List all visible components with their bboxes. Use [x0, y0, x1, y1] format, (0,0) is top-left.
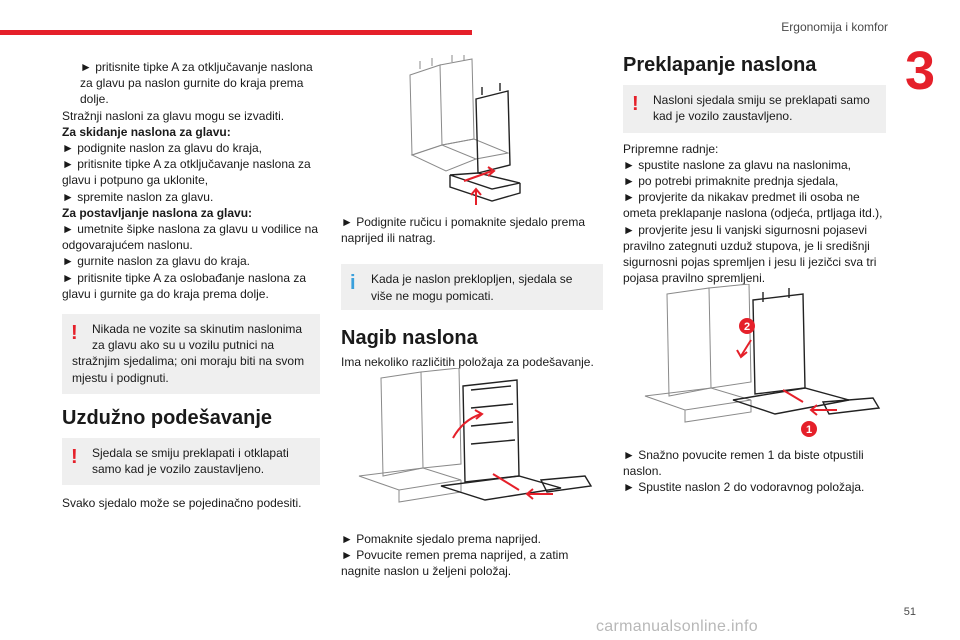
- note-line: Nasloni sjedala smiju se preklapati samo: [653, 93, 870, 108]
- text-line: odgovarajućem naslonu.: [62, 238, 193, 253]
- text-line: naslon.: [623, 464, 662, 479]
- text-line: pravilno zategnuti uzduž stupova, je li …: [623, 238, 870, 253]
- column-2-bottom: ► Pomaknite sjedalo prema naprijed. ► Po…: [341, 531, 603, 580]
- text-line: ► pritisnite tipke A za oslobađanje nasl…: [62, 270, 307, 285]
- note-line: samo kad je vozilo zaustavljeno.: [92, 462, 265, 477]
- text-line: nagnite naslon u željeni položaj.: [341, 564, 512, 579]
- text-line: ► Snažno povucite remen 1 da biste otpus…: [623, 448, 864, 462]
- text-line: sigurnosni pojas spremljen i jesu li jez…: [623, 255, 877, 270]
- column-2: ► Podignite ručicu i pomaknite sjedalo p…: [341, 214, 603, 370]
- note-line: mjestu i podignuti.: [72, 370, 169, 385]
- note-line: Sjedala se smiju preklapati i otklapati: [92, 446, 289, 461]
- text-line: ► Podignite ručicu i pomaknite sjedalo p…: [341, 215, 586, 229]
- text-line: Pripremne radnje:: [623, 141, 719, 156]
- subheading: Za skidanje naslona za glavu:: [62, 124, 231, 139]
- text-line: Svako sjedalo može se pojedinačno podesi…: [62, 496, 302, 511]
- text-line: glavu i potpuno ga uklonite,: [62, 173, 209, 188]
- header-red-bar: [0, 30, 472, 35]
- note-line: Nikada ne vozite sa skinutim naslonima: [92, 322, 303, 337]
- note-line: stražnjim sjedalima; oni moraju biti na …: [72, 354, 305, 369]
- column-3: Preklapanje naslona ! Nasloni sjedala sm…: [623, 54, 886, 286]
- section-title: Ergonomija i komfor: [781, 20, 888, 34]
- warning-note: ! Sjedala se smiju preklapati i otklapat…: [62, 438, 320, 486]
- info-note: i Kada je naslon preklopljen, sjedala se…: [341, 264, 603, 310]
- text-line: ► pritisnite tipke A za otključavanje na…: [62, 157, 311, 172]
- warning-icon: !: [632, 93, 639, 116]
- note-line: više ne mogu pomicati.: [371, 288, 494, 303]
- backrest-angle-illustration: [358, 368, 593, 503]
- info-icon: i: [350, 272, 356, 295]
- text-line: ► po potrebi primaknite prednja sjedala,: [623, 174, 839, 189]
- callout-1-marker: [801, 421, 817, 437]
- column-3-bottom: ► Snažno povucite remen 1 da biste otpus…: [623, 447, 886, 496]
- text-line: ometa preklapanje naslona (odjeća, prtlj…: [623, 206, 883, 221]
- text-line: naprijed ili natrag.: [341, 231, 436, 246]
- section-heading: Nagib naslona: [341, 326, 478, 349]
- warning-note: ! Nasloni sjedala smiju se preklapati sa…: [623, 85, 886, 133]
- chapter-number: 3: [905, 41, 936, 101]
- text-line: glavu i gurnite ga do kraja prema dolje.: [62, 286, 269, 301]
- subheading: Za postavljanje naslona za glavu:: [62, 205, 253, 220]
- section-heading: Uzdužno podešavanje: [62, 406, 273, 429]
- text-line: ► gurnite naslon za glavu do kraja.: [62, 254, 250, 269]
- text-line: ► Pomaknite sjedalo prema naprijed.: [341, 532, 541, 546]
- text-line: ► spustite naslone za glavu na naslonima…: [623, 157, 852, 172]
- text-line: ► provjerite da nikakav predmet ili osob…: [623, 190, 860, 205]
- note-line: kad je vozilo zaustavljeno.: [653, 109, 793, 124]
- section-heading: Preklapanje naslona: [623, 54, 817, 76]
- backrest-fold-illustration: 2 1: [644, 284, 881, 437]
- warning-note: ! Nikada ne vozite sa skinutim naslonima…: [62, 314, 320, 394]
- illustration-backrest-fold: 2 1: [623, 284, 885, 440]
- note-line: Kada je naslon preklopljen, sjedala se: [371, 272, 573, 287]
- page-number: 51: [903, 606, 916, 618]
- text-line: ► podignite naslon za glavu do kraja,: [62, 141, 263, 156]
- text-line: ► Spustite naslon 2 do vodoravnog položa…: [623, 480, 865, 495]
- text-line: dolje.: [80, 92, 109, 107]
- illustration-seat-slide: [380, 55, 540, 205]
- callout-1-label: 1: [806, 424, 812, 436]
- text-line: ► umetnite šipke naslona za glavu u vodi…: [62, 222, 319, 237]
- illustration-backrest-angle: [341, 368, 603, 518]
- text-line: ► spremite naslon za glavu.: [62, 189, 214, 204]
- text-line: Stražnji nasloni za glavu mogu se izvadi…: [62, 108, 285, 123]
- warning-icon: !: [71, 322, 78, 345]
- text-line: Ima nekoliko različitih položaja za pode…: [341, 355, 594, 370]
- warning-icon: !: [71, 446, 78, 469]
- text-line: za glavu pa naslon gurnite do kraja prem…: [80, 76, 304, 91]
- column-1: ► pritisnite tipke A za otključavanje na…: [62, 59, 320, 512]
- note-line: za glavu ako su u vozilu putnici na: [92, 338, 275, 353]
- watermark: carmanualsonline.info: [596, 618, 758, 635]
- text-line: ► pritisnite tipke A za otključavanje na…: [80, 60, 313, 74]
- seat-slide-illustration: [409, 55, 521, 205]
- callout-2-label: 2: [744, 321, 750, 333]
- text-line: ► provjerite jesu li vanjski sigurnosni …: [623, 222, 867, 237]
- text-line: ► Povucite remen prema naprijed, a zatim: [341, 548, 569, 563]
- text-line: pojasa pravilno spremljeni.: [623, 271, 766, 286]
- callout-2-marker: [739, 318, 755, 334]
